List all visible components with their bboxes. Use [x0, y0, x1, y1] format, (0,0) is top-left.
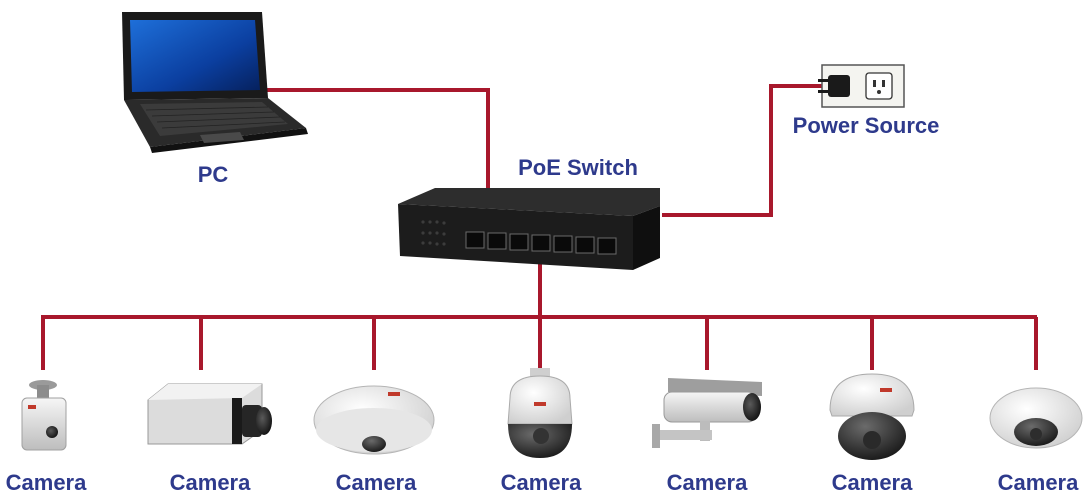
camera-label-6: Camera [832, 470, 913, 495]
pc-link-wire [262, 88, 490, 190]
camera-label-4: Camera [501, 470, 582, 495]
power-label: Power Source [793, 113, 940, 138]
fisheye-camera-icon [313, 385, 435, 455]
bullet-camera-icon [652, 378, 762, 448]
laptop-icon [122, 12, 308, 153]
camera-label-5: Camera [667, 470, 748, 495]
dome-camera-icon [829, 373, 915, 460]
camera-label-2: Camera [170, 470, 251, 495]
cube-camera-icon [21, 380, 67, 451]
camera-label-1: Camera [6, 470, 87, 495]
camera-label-7: Camera [998, 470, 1079, 495]
camera-label-3: Camera [336, 470, 417, 495]
switch-label: PoE Switch [518, 155, 638, 180]
power-outlet-icon [818, 64, 905, 108]
box-camera-icon [147, 383, 272, 445]
pc-label: PC [198, 162, 229, 187]
speed-dome-camera-icon [507, 368, 573, 458]
poe-switch-icon [398, 188, 660, 270]
power-link-wire [662, 84, 822, 217]
mini-dome-camera-icon [989, 387, 1083, 449]
wires [41, 84, 1038, 370]
